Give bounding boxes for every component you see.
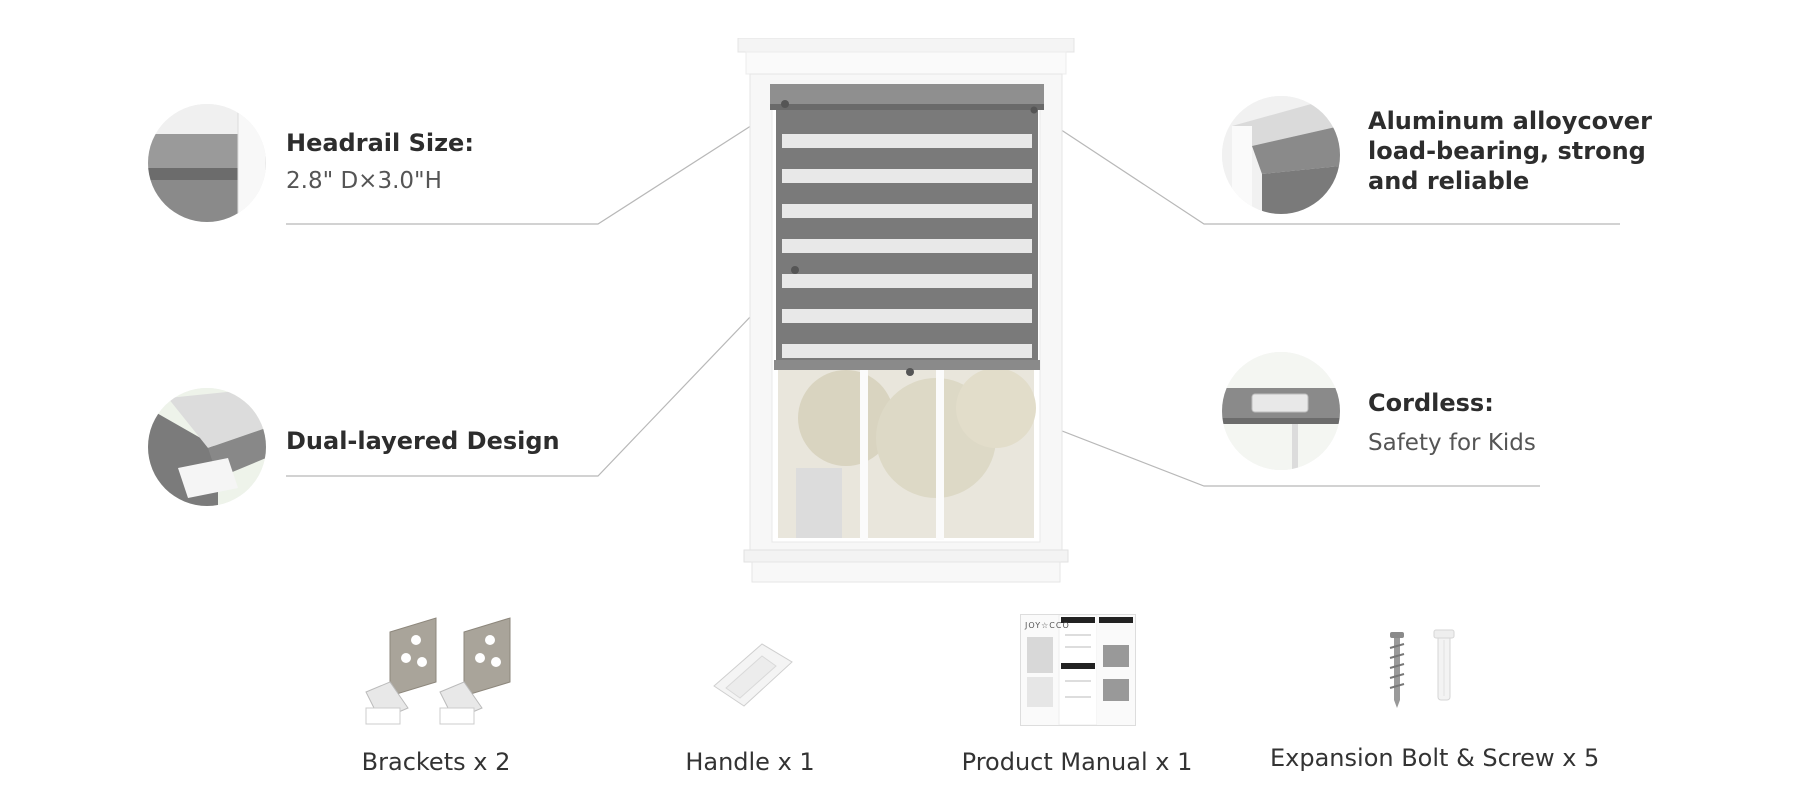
bolt-screw-image	[1376, 626, 1476, 710]
product-manual-label: Product Manual x 1	[961, 748, 1193, 776]
dual-layer-detail-image	[148, 388, 266, 506]
leader-line-aluminum	[1033, 111, 1620, 225]
manual-brand: JOY☆CCO	[1025, 621, 1070, 630]
cordless-title: Cordless:	[1368, 389, 1494, 417]
brackets-image	[356, 612, 516, 732]
cordless-detail-image	[1222, 352, 1340, 470]
leader-line-headrail	[286, 103, 786, 225]
handle-label: Handle x 1	[685, 748, 815, 776]
leader-line-dual	[286, 269, 796, 477]
aluminum-line3: and reliable	[1368, 167, 1530, 195]
dual-layer-title: Dual-layered Design	[286, 427, 560, 455]
bolt-screw-label: Expansion Bolt & Screw x 5	[1270, 744, 1600, 772]
headrail-detail-image	[148, 104, 266, 222]
handle-image	[706, 636, 800, 716]
window-illustration	[736, 38, 1076, 584]
headrail-size-text: 2.8" D×3.0"H	[286, 168, 442, 194]
headrail-title: Headrail Size:	[286, 129, 474, 157]
product-manual-image: JOY☆CCO	[1020, 614, 1136, 726]
aluminum-detail-image	[1222, 96, 1340, 214]
brackets-label: Brackets x 2	[361, 748, 511, 776]
aluminum-line2: load-bearing, strong	[1368, 137, 1646, 165]
aluminum-line1: Aluminum alloycover	[1368, 107, 1652, 135]
cordless-subtitle: Safety for Kids	[1368, 430, 1536, 456]
